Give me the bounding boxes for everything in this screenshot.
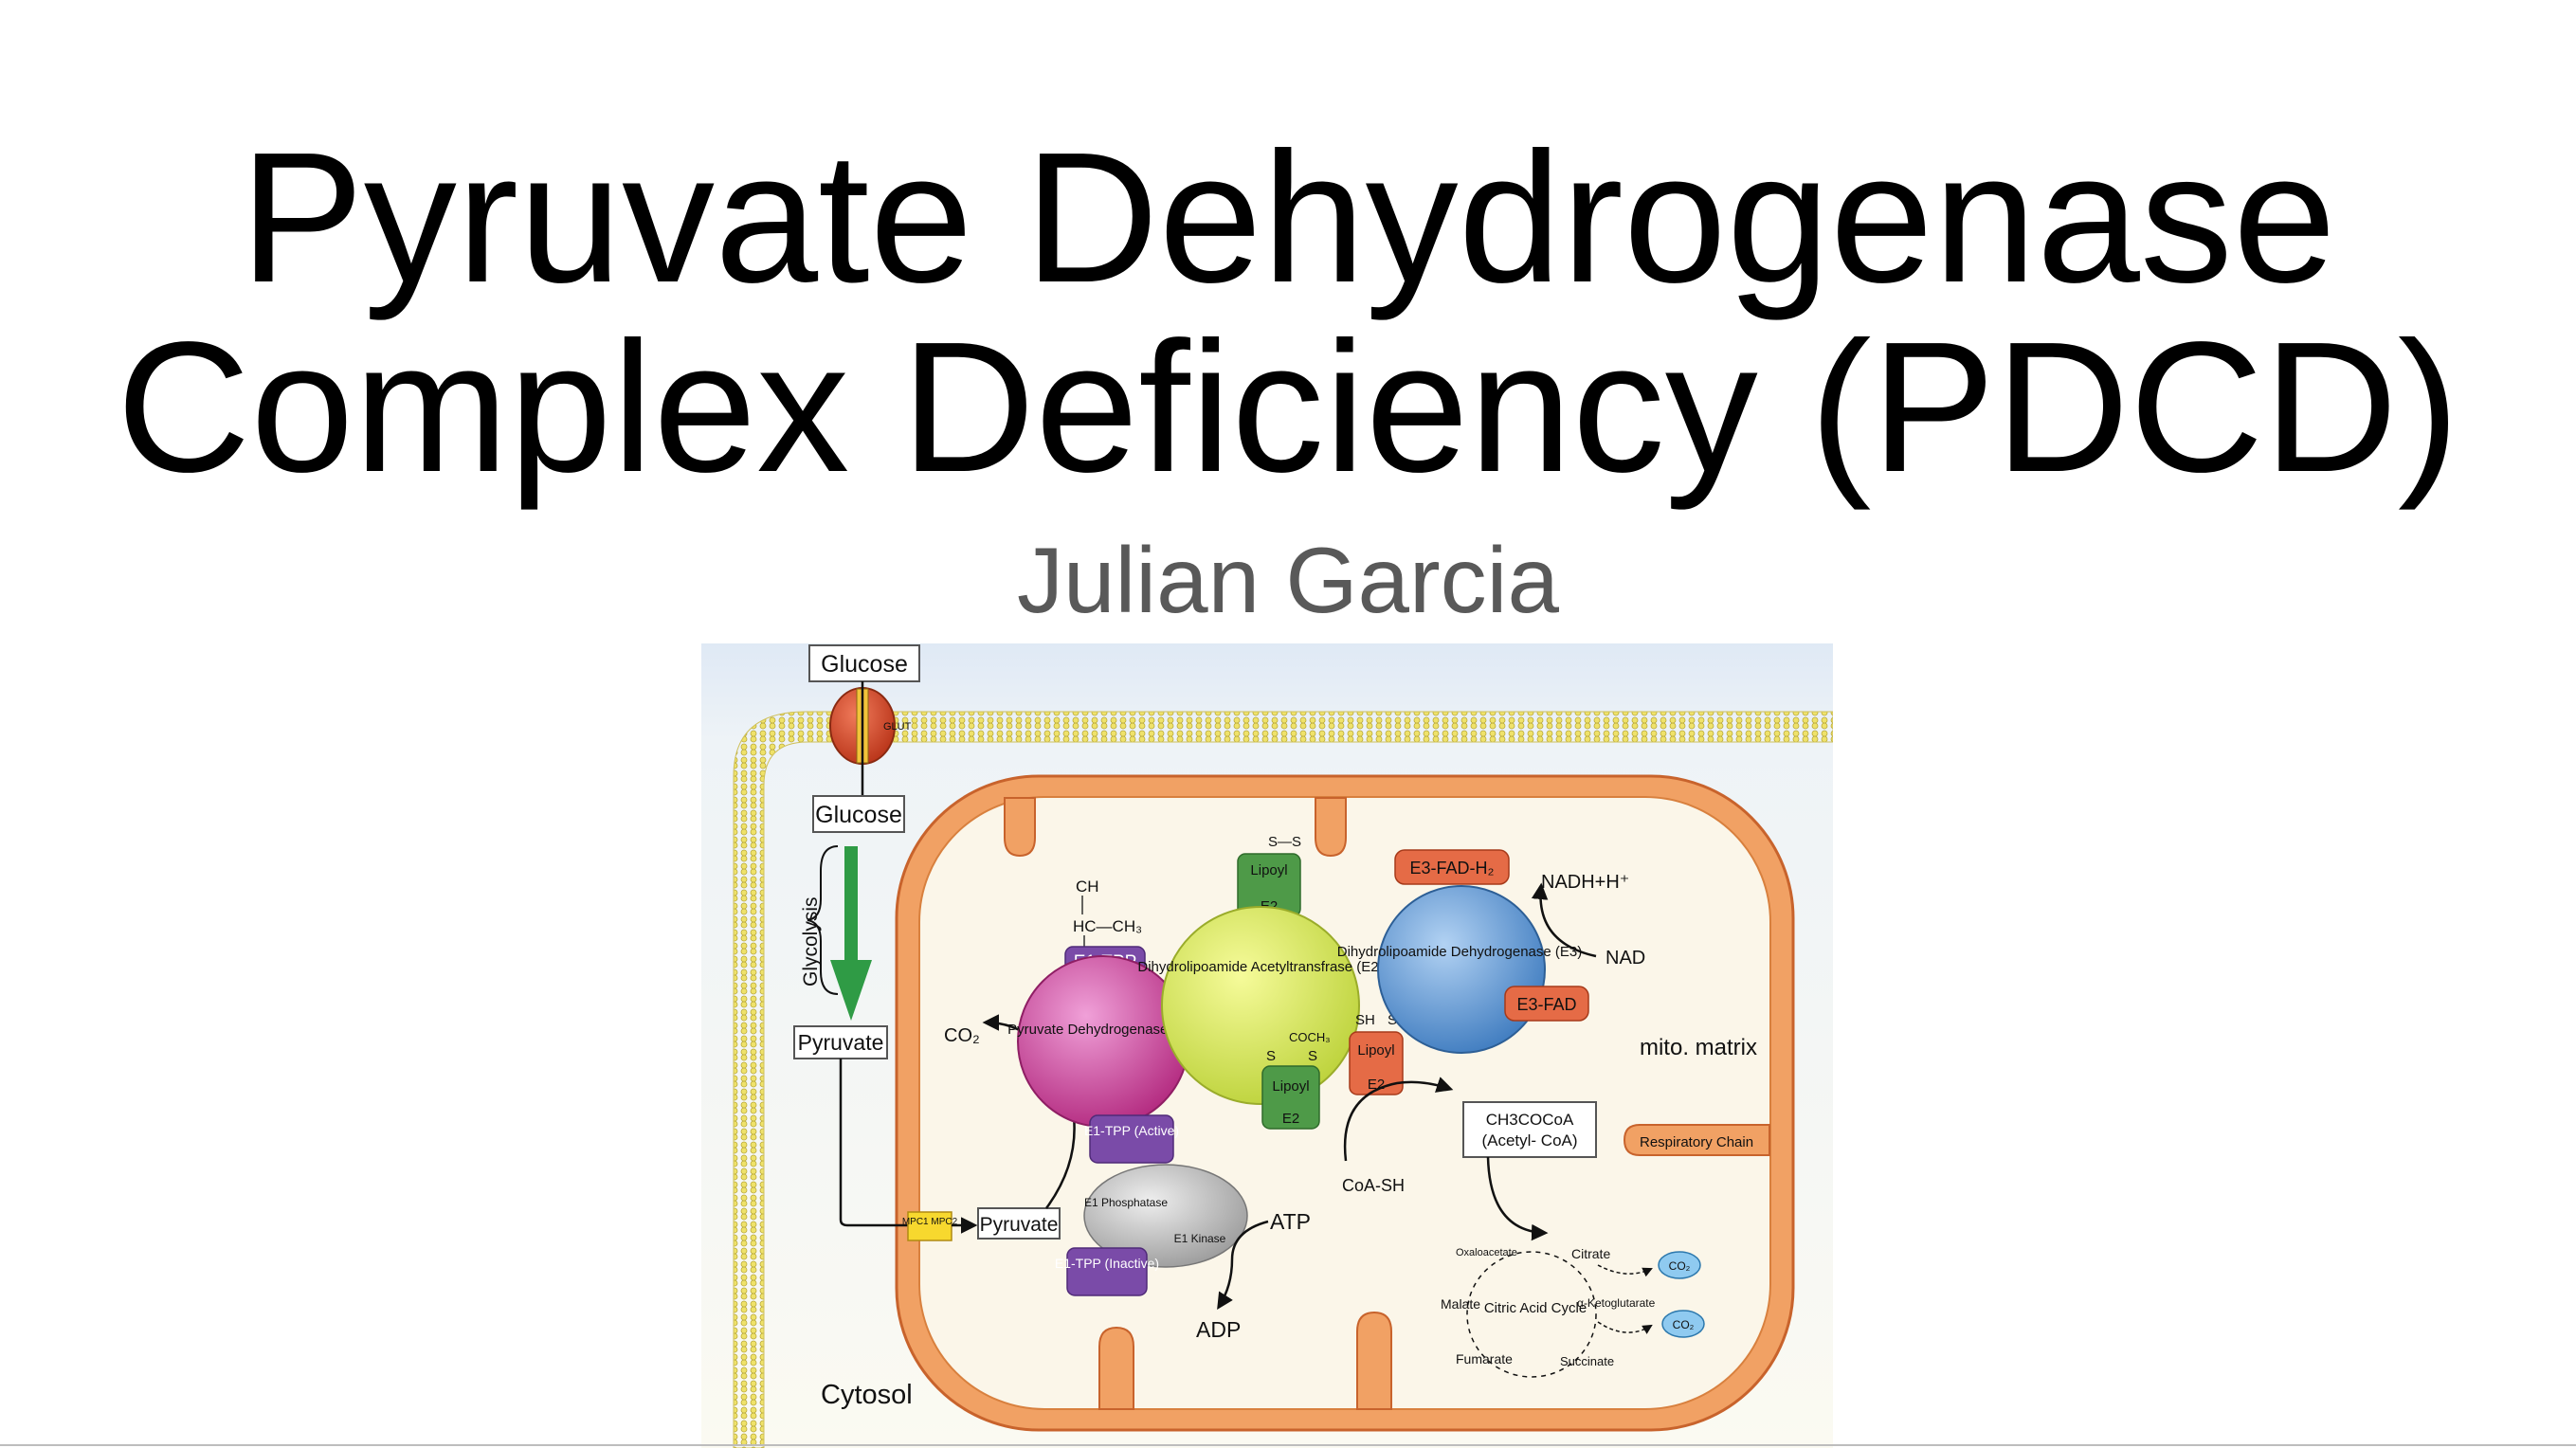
- lipoyl-top-label: Lipoyl: [1250, 862, 1287, 878]
- mito-matrix-label: mito. matrix: [1640, 1035, 1757, 1060]
- pyruvate-matrix-box: Pyruvate: [977, 1207, 1061, 1240]
- s-right-label: S: [1308, 1048, 1317, 1064]
- ch-label: CH: [1076, 878, 1099, 896]
- slide-title-line-2: Complex Deficiency (PDCD): [116, 303, 2460, 511]
- cytosol-label: Cytosol: [821, 1380, 913, 1410]
- mitochondrion: Respiratory Chain: [895, 774, 1795, 1432]
- e3-fad-label: E3-FAD: [1516, 995, 1576, 1014]
- nad-nadh-arrow: [1531, 882, 1597, 958]
- e3-enzyme: E3-FAD-H₂ Dihydrolipoamide Dehydrogenase…: [1337, 849, 1589, 1054]
- atp-label: ATP: [1270, 1209, 1311, 1234]
- oxaloacetate-label: Oxaloacetate: [1456, 1247, 1517, 1258]
- coa-to-acetyl-coa-arrow: [1343, 1077, 1454, 1162]
- acetyl-coa-name-label: (Acetyl- CoA): [1481, 1131, 1577, 1149]
- lipoyl-red-label: Lipoyl: [1357, 1042, 1394, 1059]
- e1-phosphatase-label: E1 Phosphatase: [1084, 1196, 1168, 1209]
- s-s-top-label: S—S: [1268, 834, 1301, 850]
- slide-author: Julian Garcia: [1017, 528, 1559, 632]
- hc-ch3-label: HC—CH₃: [1073, 917, 1142, 935]
- e1-regulators: E1 Phosphatase E1 Kinase E1-TPP (Inactiv…: [1055, 1164, 1248, 1296]
- co2-b-label: CO₂: [1673, 1318, 1695, 1331]
- e1-kinase-label: E1 Kinase: [1174, 1232, 1226, 1245]
- pdc-diagram-svg: GLUT Respiratory Chain Glucose: [701, 643, 1833, 1448]
- glycolysis-arrow: Glycolysis: [800, 845, 872, 1021]
- co2-left-label: CO₂: [944, 1025, 980, 1046]
- slide-bottom-border: [0, 1444, 2576, 1446]
- e1-name-label: Pyruvate Dehydrogenase (E1): [1007, 1022, 1199, 1038]
- ketoglutarate-label: α-Ketoglutarate: [1577, 1296, 1656, 1310]
- mpc-transporter: MPC1 MPC2: [902, 1211, 958, 1241]
- pyruvate-cytosol-label: Pyruvate: [798, 1030, 884, 1055]
- slide-title-line-1: Pyruvate Dehydrogenase: [240, 114, 2336, 321]
- glucose-outside-label: Glucose: [821, 651, 908, 678]
- citrate-label: Citrate: [1571, 1246, 1610, 1261]
- e1-tpp-inactive-label: E1-TPP (Inactive): [1055, 1256, 1159, 1271]
- pdc-pathway-figure: GLUT Respiratory Chain Glucose: [701, 643, 1833, 1448]
- acetyl-coa-box: CH3COCoA (Acetyl- CoA): [1462, 1101, 1597, 1158]
- sh-left-label: SH: [1355, 1012, 1375, 1028]
- citric-acid-cycle-label: Citric Acid Cycle: [1484, 1300, 1587, 1316]
- acetyl-coa-to-cycle-arrow: [1486, 1156, 1549, 1241]
- e2-bottom-label: E2: [1282, 1111, 1299, 1127]
- coa-sh-label: CoA-SH: [1342, 1176, 1405, 1195]
- nad-label: NAD: [1605, 948, 1645, 968]
- malate-label: Malate: [1441, 1296, 1480, 1312]
- e3-name-label: Dihydrolipoamide Dehydrogenase (E3): [1337, 944, 1582, 960]
- respiratory-chain-label: Respiratory Chain: [1640, 1134, 1753, 1150]
- glut-label: GLUT: [883, 721, 912, 733]
- e1-tpp-active-label: E1-TPP (Active): [1084, 1123, 1179, 1138]
- glycolysis-label: Glycolysis: [800, 896, 822, 986]
- succinate-label: Succinate: [1560, 1354, 1614, 1368]
- pyruvate-cytosol-box: Pyruvate: [793, 1025, 888, 1059]
- e2-enzyme: S—S Lipoyl E2 Dihydrolipoamide Acetyltra…: [1137, 834, 1384, 1130]
- nadh-label: NADH+H⁺: [1541, 872, 1629, 893]
- citric-acid-cycle: Citric Acid Cycle Oxaloacetate Citrate M…: [1441, 1246, 1705, 1378]
- s-left-label: S: [1266, 1048, 1276, 1064]
- co2-a-label: CO₂: [1669, 1259, 1691, 1273]
- glucose-inside-box: Glucose: [812, 795, 905, 833]
- glucose-inside-label: Glucose: [815, 802, 902, 828]
- lipoyl-bottom-label: Lipoyl: [1272, 1078, 1309, 1095]
- coch3-label: COCH₃: [1289, 1030, 1331, 1044]
- e2-name-label: Dihydrolipoamide Acetyltransfrase (E2): [1137, 959, 1383, 975]
- mpc-label: MPC1 MPC2: [902, 1217, 958, 1227]
- pyruvate-to-mpc-line: [839, 1059, 908, 1227]
- atp-adp-arrow: [1217, 1220, 1269, 1310]
- acetyl-coa-formula-label: CH3COCoA: [1486, 1111, 1574, 1129]
- pyruvate-matrix-label: Pyruvate: [980, 1214, 1059, 1236]
- fumarate-label: Fumarate: [1456, 1351, 1513, 1367]
- glucose-outside-box: Glucose: [808, 644, 920, 682]
- adp-label: ADP: [1196, 1317, 1241, 1342]
- e3-fadh2-label: E3-FAD-H₂: [1410, 859, 1495, 878]
- e1-enzyme: CH HC—CH₃ E1-TPP Pyruvate Dehydrogenase …: [1007, 878, 1199, 1164]
- cell-membrane: [733, 711, 1833, 1448]
